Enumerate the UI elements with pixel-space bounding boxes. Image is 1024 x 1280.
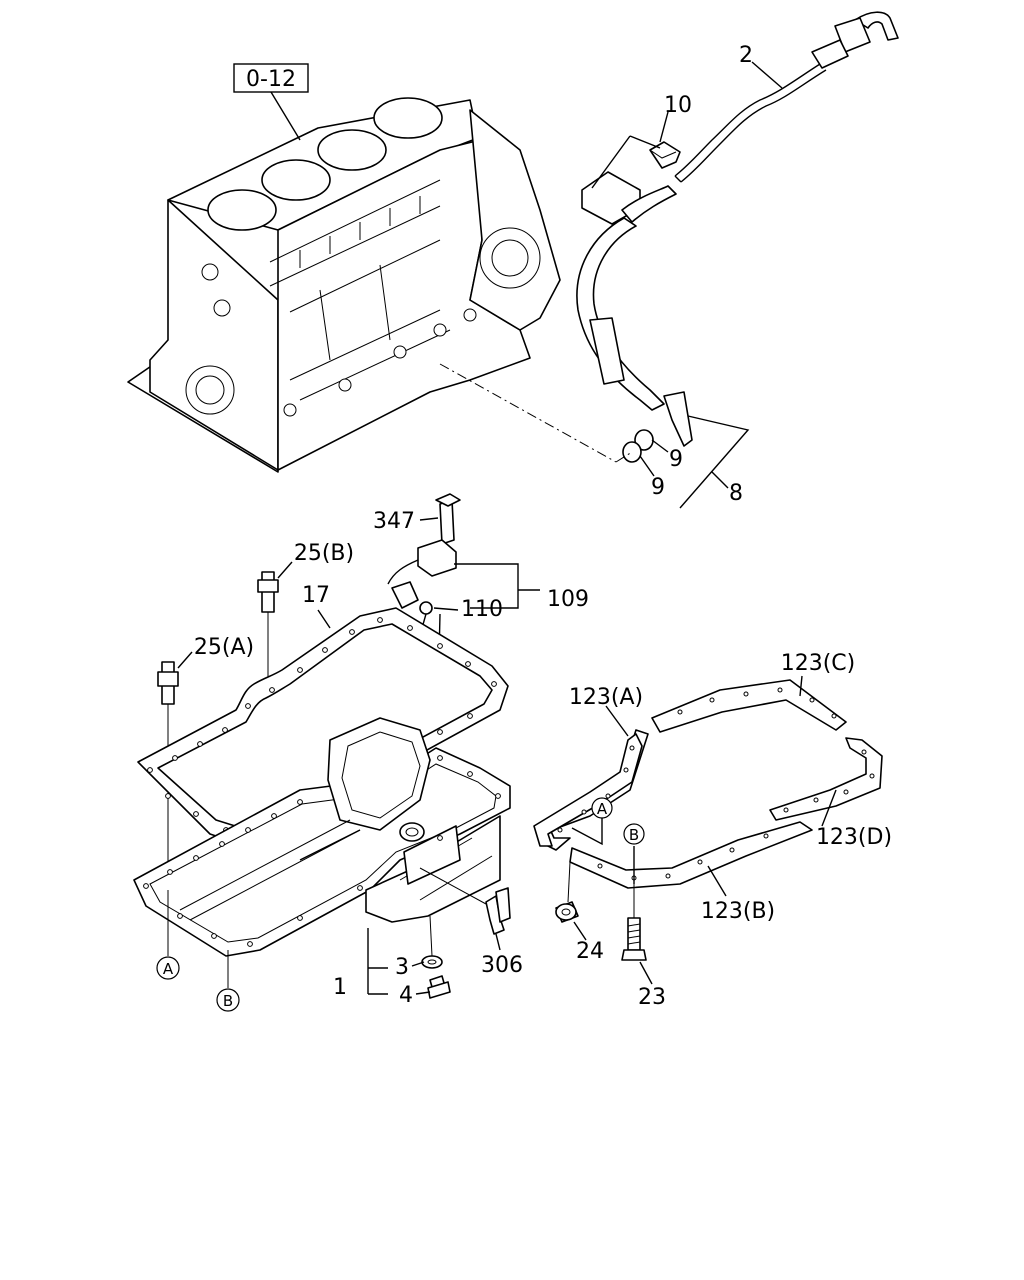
gasket-123-holes [557, 687, 875, 881]
leaders-upper [639, 61, 783, 509]
nut-24 [555, 861, 587, 941]
oil-pressure-switch [387, 493, 461, 735]
svg-text:A: A [597, 800, 608, 818]
label-123d: 123(D) [816, 825, 892, 850]
svg-text:B: B [629, 826, 639, 844]
label-347: 347 [373, 509, 415, 534]
label-123a: 123(A) [569, 685, 643, 710]
label-9b: 9 [651, 475, 665, 500]
label-123c: 123(C) [781, 651, 856, 676]
gasket-123 [533, 675, 883, 897]
svg-text:B: B [223, 992, 233, 1010]
label-10: 10 [664, 93, 692, 118]
label-306: 306 [481, 953, 523, 978]
drain-plug-parts [367, 915, 451, 999]
marker-b-pan: B [216, 950, 240, 1012]
bracket-306 [419, 867, 511, 951]
label-25a: 25(A) [194, 635, 254, 660]
reference-box: 0-12 [233, 63, 309, 141]
o-rings-9 [622, 429, 654, 463]
bracket-109-110 [454, 563, 540, 609]
label-4: 4 [399, 983, 413, 1008]
bolt-10 [591, 111, 681, 189]
marker-a-gasket: A [571, 797, 613, 846]
label-17: 17 [302, 583, 330, 608]
label-24: 24 [576, 939, 604, 964]
dipstick [674, 11, 899, 183]
engine-block [127, 97, 561, 473]
callout-labels: 2 10 9 9 8 347 25(B) 17 109 110 25(A) 12… [194, 43, 892, 1010]
stud-23 [621, 884, 653, 985]
label-109: 109 [547, 587, 589, 612]
oil-pan [133, 717, 511, 957]
label-123b: 123(B) [701, 899, 775, 924]
ref-box-label: 0-12 [246, 67, 296, 92]
label-2: 2 [739, 43, 753, 68]
dipstick-guide-tube [576, 171, 693, 447]
marker-a-pan: A [156, 890, 180, 980]
label-25b: 25(B) [294, 541, 354, 566]
stud-25a [157, 651, 193, 890]
label-3: 3 [395, 955, 409, 980]
svg-text:A: A [163, 960, 174, 978]
label-110: 110 [461, 597, 503, 622]
label-23: 23 [638, 985, 666, 1010]
label-1: 1 [333, 975, 347, 1000]
marker-b-gasket: B [623, 823, 645, 884]
label-8: 8 [729, 481, 743, 506]
label-9a: 9 [669, 447, 683, 472]
